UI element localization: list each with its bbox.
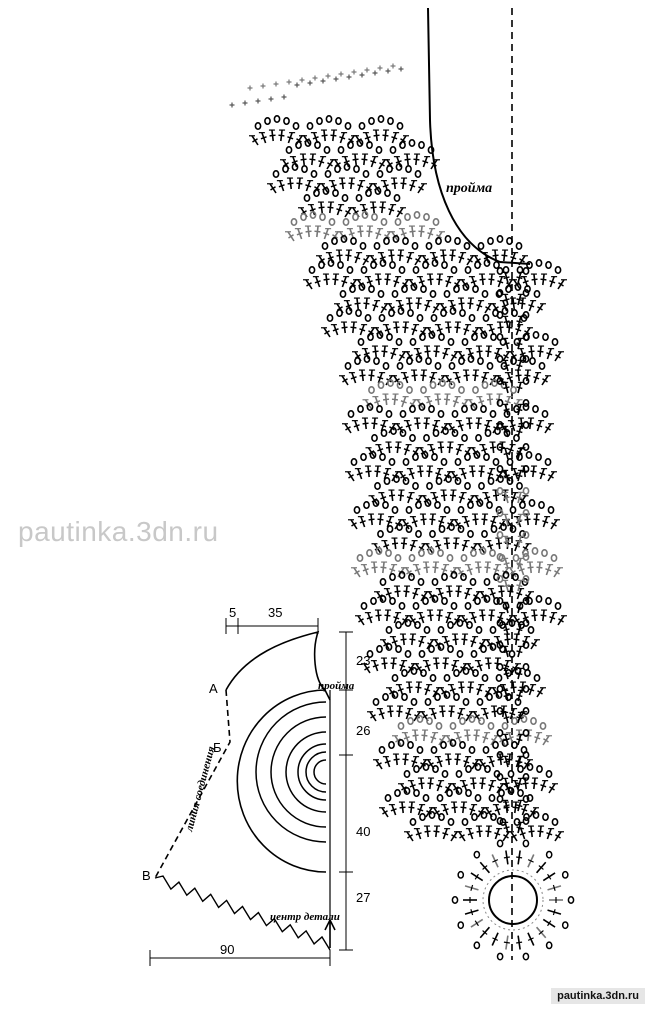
armhole-small-label: пройма [318,680,355,692]
join-line [154,689,231,879]
point-a-label: А [209,681,218,696]
point-v-label: В [142,868,151,883]
point-b-label: Б [213,740,222,755]
schematic: 5 35 90 23 26 40 27 А Б В пройма [142,605,370,966]
dimension-right-2: 26 [356,723,370,738]
dimension-right-3: 40 [356,824,370,839]
armhole-outline [427,7,531,265]
watermark: pautinka.3dn.ru [18,516,219,547]
schematic-outline [225,630,331,701]
footer-badge: pautinka.3dn.ru [551,988,645,1004]
dimension-right-4: 27 [356,890,370,905]
center-label: центр детали [270,911,340,923]
zigzag-edge [154,875,331,951]
join-line-label: линия соединения [183,745,218,834]
armhole-label: пройма [446,181,492,196]
dimension-bottom: 90 [220,942,234,957]
dimension-top-right: 35 [268,605,282,620]
dimension-right-1: 23 [356,653,370,668]
stitch-pattern [229,63,567,842]
dimension-top-left: 5 [229,605,236,620]
concentric-arcs [236,689,327,873]
medallion [451,839,575,961]
